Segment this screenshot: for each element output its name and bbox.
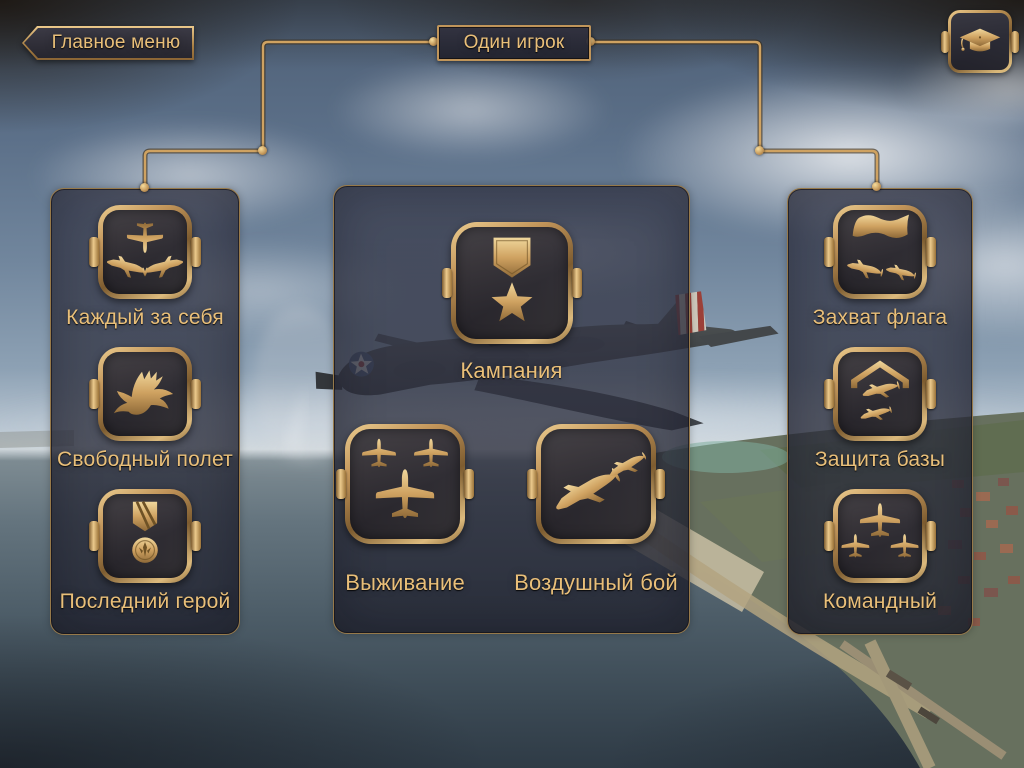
hinge-left: [88, 237, 99, 267]
hinge-right: [190, 237, 201, 267]
hinge-left: [824, 379, 834, 409]
team-mode-button[interactable]: [823, 489, 936, 583]
hinge-right: [655, 469, 665, 499]
hinge-left: [89, 379, 99, 409]
back-button-label: Главное меню: [51, 32, 181, 53]
mode-group-last-hero: Последний герой: [60, 489, 231, 614]
hinge-left: [823, 521, 834, 551]
hinge-left: [941, 30, 949, 53]
hinge-right: [464, 469, 475, 499]
mode-group-survival: Выживание: [336, 424, 475, 596]
flag-planes-icon: [845, 214, 917, 283]
mode-group-free-for-all: Каждый за себя: [66, 205, 224, 330]
hinge-left: [527, 469, 537, 499]
base-defense-button[interactable]: [824, 347, 936, 441]
base-defense-label: Защита базы: [814, 448, 946, 471]
mode-group-campaign: Кампания: [441, 222, 582, 384]
free-for-all-button[interactable]: [88, 205, 201, 299]
campaign-button[interactable]: [441, 222, 582, 344]
shelter-planes-icon: [851, 360, 909, 426]
screen-title-label: Один игрок: [463, 32, 565, 53]
hinge-right: [1011, 30, 1019, 53]
capture-flag-label: Захват флага: [812, 306, 948, 329]
screen-title: Один игрок: [437, 25, 591, 61]
back-to-main-menu-button[interactable]: Главное меню: [22, 26, 194, 60]
mode-group-team: Командный: [823, 489, 937, 614]
last-hero-button[interactable]: [88, 489, 201, 583]
dogfight-button[interactable]: [527, 424, 665, 544]
hinge-right: [926, 379, 936, 409]
hinge-left: [88, 521, 99, 551]
connector-node: [258, 146, 267, 155]
connector-node: [755, 146, 764, 155]
hinge-right: [191, 379, 201, 409]
hinge-right: [190, 521, 201, 551]
medal-ribbon-icon: [118, 499, 172, 573]
panel-main-modes: Кампания Выживание: [333, 185, 690, 634]
three-planes-top-icon: [361, 438, 449, 520]
campaign-label: Кампания: [460, 358, 563, 383]
hinge-left: [823, 237, 834, 267]
dogfight-planes-icon: [549, 448, 646, 523]
hinge-right: [571, 268, 582, 298]
panel-objective-modes: Захват флага Защита базы: [787, 188, 973, 635]
mode-group-base-defense: Защита базы: [815, 347, 945, 472]
free-flight-label: Свободный полет: [57, 448, 233, 471]
mode-group-capture-flag: Захват флага: [813, 205, 947, 330]
tutorial-button[interactable]: [941, 10, 1019, 73]
free-flight-button[interactable]: [89, 347, 201, 441]
hinge-right: [925, 237, 936, 267]
last-hero-label: Последний герой: [59, 590, 231, 613]
dogfight-label: Воздушный бой: [514, 570, 678, 595]
panel-solo-modes: Каждый за себя Свободный полет Последний…: [50, 188, 240, 635]
hinge-right: [925, 521, 936, 551]
formation-planes-icon: [840, 502, 919, 558]
survival-label: Выживание: [345, 570, 465, 595]
free-for-all-label: Каждый за себя: [66, 306, 224, 329]
mode-group-free-flight: Свободный полет: [57, 347, 233, 472]
capture-flag-button[interactable]: [823, 205, 936, 299]
hinge-left: [336, 469, 347, 499]
free-for-all-planes-icon: [104, 222, 185, 282]
graduation-cap-icon: [957, 25, 1003, 59]
hero-star-medal-icon: [473, 233, 551, 333]
survival-button[interactable]: [336, 424, 475, 544]
eagle-icon: [108, 364, 182, 424]
hinge-left: [441, 268, 452, 298]
center-modes-row: Выживание Воздушный бой: [336, 424, 678, 596]
mode-group-dogfight: Воздушный бой: [514, 424, 678, 596]
team-mode-label: Командный: [822, 590, 938, 613]
